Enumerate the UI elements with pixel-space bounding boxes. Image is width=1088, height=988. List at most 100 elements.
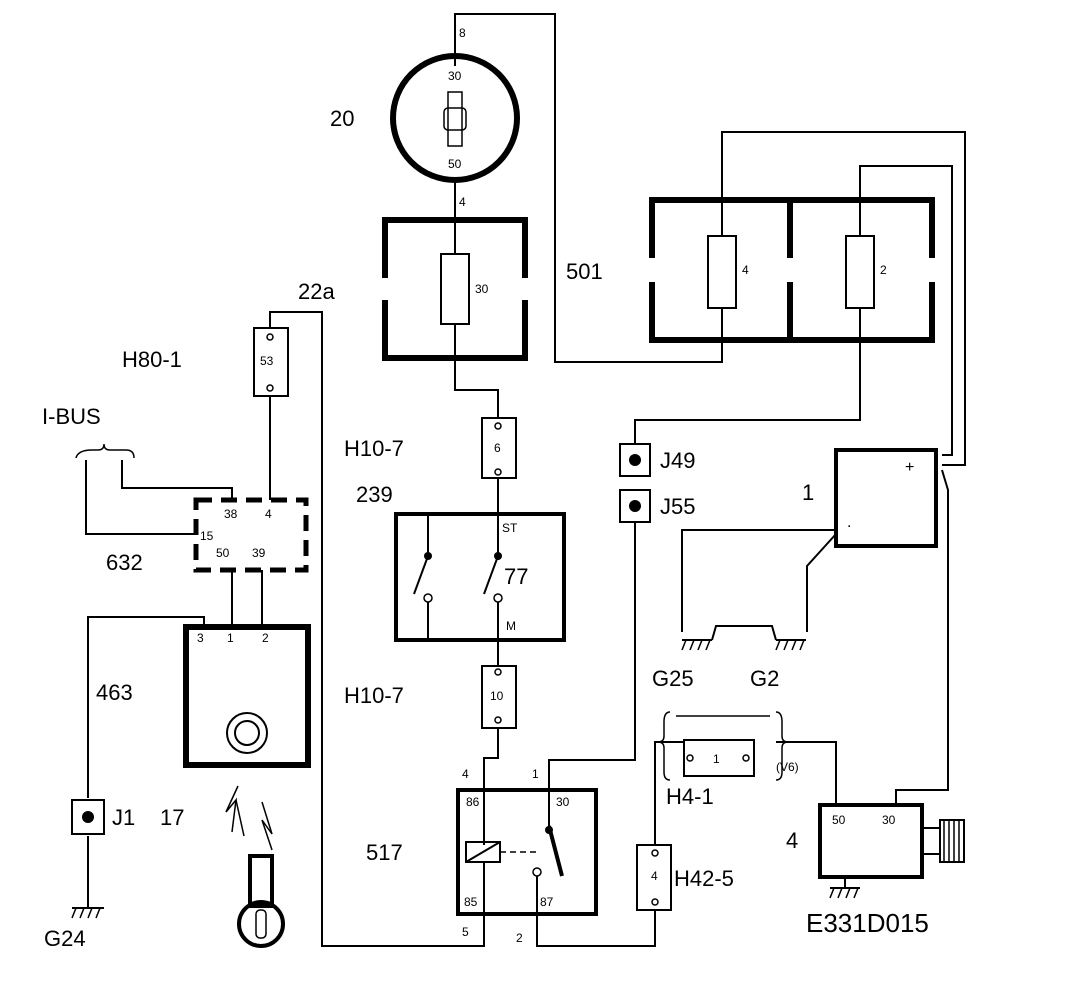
key-17: 17 <box>160 785 285 948</box>
g24-label: G24 <box>44 926 86 951</box>
517-p2: 2 <box>516 931 523 945</box>
wire-h4-to-4 <box>776 741 837 805</box>
key17-label: 17 <box>160 805 184 830</box>
wire-501-outer <box>721 131 966 466</box>
wire-1-ground-b <box>681 529 836 632</box>
fuse-box-30: 30 <box>378 217 532 361</box>
501-fuse-left: 4 <box>742 263 749 277</box>
starter-p30: 30 <box>882 813 896 827</box>
relay-517: 86 30 85 87 4 1 5 2 517 <box>366 767 598 945</box>
junction-j1: J1 <box>71 799 135 835</box>
632-p15: 15 <box>200 529 214 543</box>
fuse53-label: 53 <box>260 354 274 368</box>
connector-h10-bottom: 10 H10-7 <box>344 665 517 729</box>
501-fuse-right: 2 <box>880 263 887 277</box>
h4-label: H4-1 <box>666 784 714 809</box>
463-p1: 1 <box>227 631 234 645</box>
h80-label: H80-1 <box>122 347 182 372</box>
connector-h42: 4 H42-5 <box>636 844 734 911</box>
module-632: 38 4 15 50 39 632 <box>106 497 309 575</box>
wire-h10b-to-517 <box>483 728 499 845</box>
c20-inner-bottom: 50 <box>448 157 462 171</box>
fuse-22a: 53 22a H80-1 <box>122 279 335 397</box>
c22a-label: 22a <box>298 279 335 304</box>
fuse30-value: 30 <box>475 282 489 296</box>
wire-8-to-501 <box>454 13 723 363</box>
g2-label: G2 <box>750 666 779 691</box>
connector-h4: 1 (V6) H4-1 <box>657 711 799 809</box>
wire-1-to-4 <box>895 469 949 805</box>
632-p38: 38 <box>224 507 238 521</box>
wire-ibus-15 <box>85 460 196 535</box>
wire-fuse30-to-h10 <box>454 324 499 418</box>
wire-h42-to-h4 <box>654 741 684 845</box>
switch-239: ST 77 M 239 <box>356 482 566 642</box>
j49-label: J49 <box>660 448 695 473</box>
632-p39: 39 <box>252 546 266 560</box>
517-p5: 5 <box>462 925 469 939</box>
ground-g24: G24 <box>44 907 104 951</box>
module-463: 3 1 2 463 <box>96 624 311 768</box>
starter-label: 4 <box>786 828 798 853</box>
h10-bot-label: H10-7 <box>344 683 404 708</box>
h42-label: H42-5 <box>674 866 734 891</box>
632-label: 632 <box>106 550 143 575</box>
wire-ground-link <box>711 625 777 641</box>
517-p86: 86 <box>466 795 480 809</box>
463-label: 463 <box>96 680 133 705</box>
463-p2: 2 <box>262 631 269 645</box>
517-label: 517 <box>366 840 403 865</box>
239-m: M <box>506 619 516 633</box>
wires <box>85 13 966 947</box>
501-label: 501 <box>566 259 603 284</box>
wire-j49-to-501 <box>634 240 861 460</box>
wire-501-inner <box>859 165 953 456</box>
fuse-box-501: 4 2 501 <box>566 197 939 343</box>
j55-label: J55 <box>660 494 695 519</box>
h10-bot-pin: 10 <box>490 689 504 703</box>
wire-517-to-22a <box>269 311 485 947</box>
connector-h10-top: 6 H10-7 <box>344 417 517 479</box>
wire-ibus-38 <box>121 460 233 500</box>
239-st: ST <box>502 521 518 535</box>
starter-4: 50 30 4 <box>786 803 965 899</box>
starter-p50: 50 <box>832 813 846 827</box>
ibus-label: I-BUS <box>42 404 101 429</box>
battery-plus: + <box>905 459 914 476</box>
517-p87: 87 <box>540 895 554 909</box>
632-p4: 4 <box>265 507 272 521</box>
diagram-code: E331D015 <box>806 908 929 938</box>
battery-1: + . 1 <box>802 448 938 548</box>
h10-top-pin: 6 <box>494 441 501 455</box>
517-p1: 1 <box>532 767 539 781</box>
battery-label: 1 <box>802 480 814 505</box>
ground-g25: G25 <box>652 639 712 691</box>
wire-463-j1 <box>87 616 205 798</box>
517-p4: 4 <box>462 767 469 781</box>
c20-inner-top: 30 <box>448 69 462 83</box>
632-p50: 50 <box>216 546 230 560</box>
ibus: I-BUS <box>42 404 135 459</box>
517-p30: 30 <box>556 795 570 809</box>
239-77: 77 <box>504 564 528 589</box>
ignition-switch-20: 30 50 8 4 20 <box>330 26 520 209</box>
g25-label: G25 <box>652 666 694 691</box>
h4-v6: (V6) <box>776 760 799 774</box>
c20-label: 20 <box>330 106 354 131</box>
h42-pin: 4 <box>651 869 658 883</box>
463-p3: 3 <box>197 631 204 645</box>
c20-pin-top: 8 <box>459 26 466 40</box>
j1-label: J1 <box>112 805 135 830</box>
junction-j49: J49 <box>619 443 695 477</box>
517-p85: 85 <box>464 895 478 909</box>
battery-minus: . <box>847 514 851 531</box>
junction-j55: J55 <box>619 489 695 523</box>
wire-517-to-j55 <box>548 508 636 830</box>
wire-517-to-h42 <box>536 876 656 947</box>
ground-g2: G2 <box>750 639 806 691</box>
h4-pin: 1 <box>713 752 720 766</box>
c20-pin-bottom: 4 <box>459 195 466 209</box>
h10-top-label: H10-7 <box>344 436 404 461</box>
wire-1-ground <box>806 533 837 632</box>
